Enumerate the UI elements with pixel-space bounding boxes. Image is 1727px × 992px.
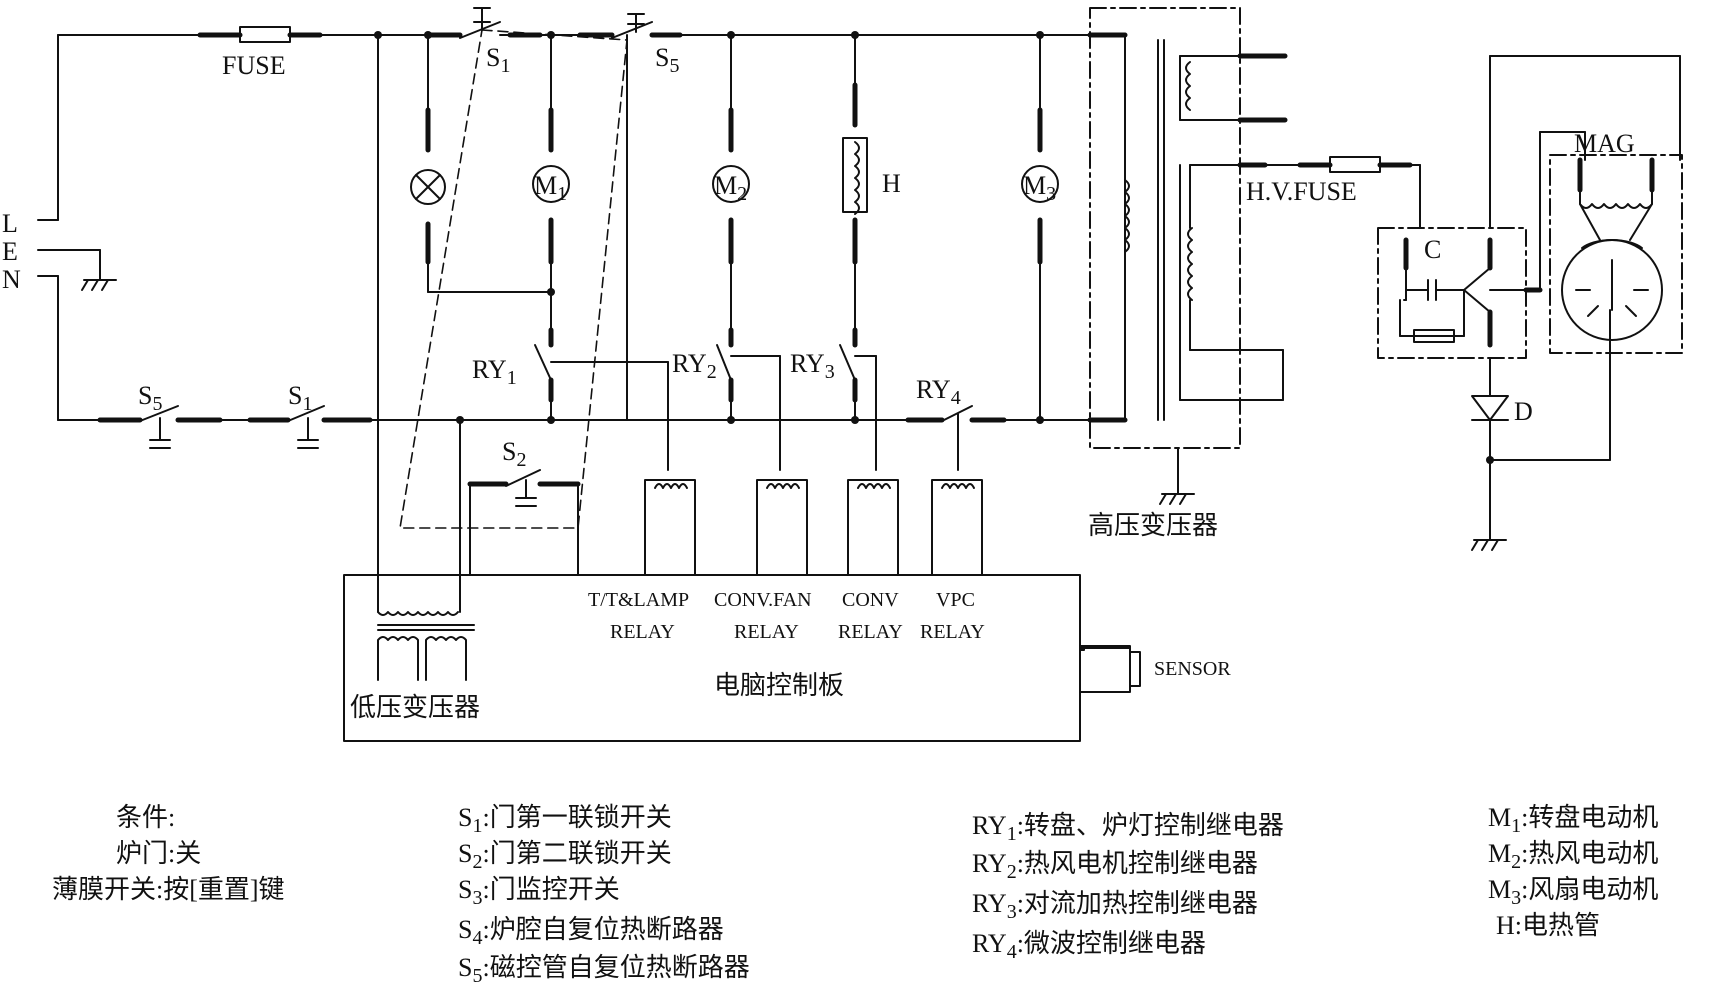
label-n: N — [2, 265, 21, 294]
label-s2: S2 — [502, 437, 526, 471]
label-ry3: RY3 — [790, 349, 835, 383]
label-s5-top: S5 — [655, 43, 679, 77]
legend-ry3: RY3:对流加热控制继电器 — [972, 889, 1258, 923]
label-ry2: RY2 — [672, 349, 717, 383]
label-s1-top: S1 — [486, 43, 510, 77]
legend-condition-title: 条件: — [116, 803, 175, 832]
legend-s3: S3:门监控开关 — [458, 875, 620, 909]
label-d: D — [1514, 397, 1533, 426]
hv-capacitor-box — [1377, 55, 1681, 359]
label-relay-vpc-2: RELAY — [920, 621, 985, 643]
label-sensor: SENSOR — [1154, 658, 1231, 680]
legend-ry4: RY4:微波控制继电器 — [972, 929, 1206, 963]
label-c: C — [1424, 235, 1441, 264]
mains-input — [37, 34, 117, 421]
hv-fuse-symbol — [1264, 156, 1421, 229]
legend-m1: M1:转盘电动机 — [1488, 803, 1658, 837]
label-ry4: RY4 — [916, 375, 961, 409]
motor-m3-branch — [1021, 34, 1059, 421]
label-control-board: 电脑控制板 — [714, 671, 844, 700]
lv-transformer — [377, 34, 475, 681]
label-mag: MAG — [1574, 129, 1635, 158]
legend-m3: M3:风扇电动机 — [1488, 875, 1658, 909]
motor-m1-branch — [532, 34, 669, 471]
label-s1-bottom: S1 — [288, 381, 312, 415]
label-relay-conv-2: RELAY — [838, 621, 903, 643]
legend-s1: S1:门第一联锁开关 — [458, 803, 672, 837]
legend-ry2: RY2:热风电机控制继电器 — [972, 849, 1258, 883]
label-hv-fuse: H.V.FUSE — [1246, 177, 1357, 206]
legend: 条件: 炉门:关 薄膜开关:按[重置]键 S1:门第一联锁开关 S2:门第二联锁… — [52, 803, 1658, 987]
door-linkage-dashed — [399, 29, 628, 529]
label-m3: M3 — [1023, 171, 1056, 205]
legend-s2: S2:门第二联锁开关 — [458, 839, 672, 873]
diagram-labels: FUSE S1 S5 M1 M2 M3 H L E N S5 S1 S2 RY1… — [2, 43, 1635, 722]
legend-h: H:电热管 — [1496, 911, 1600, 940]
heater-branch — [839, 34, 877, 471]
label-relay-vpc: VPC — [936, 589, 975, 611]
label-relay-conv-fan: CONV.FAN — [714, 589, 812, 611]
label-lv-transformer: 低压变压器 — [350, 693, 480, 722]
label-e: E — [2, 237, 18, 266]
label-s5-bottom: S5 — [138, 381, 162, 415]
fuse-symbol — [197, 26, 323, 43]
switch-s2 — [467, 469, 581, 576]
label-ry1: RY1 — [472, 355, 517, 389]
label-relay-conv: CONV — [842, 589, 899, 611]
label-relay-tt-2: RELAY — [610, 621, 675, 643]
hv-diode — [1471, 309, 1611, 551]
magnetron-symbol — [1549, 131, 1683, 354]
label-relay-conv-fan-2: RELAY — [734, 621, 799, 643]
legend-condition-button: 薄膜开关:按[重置]键 — [52, 875, 285, 904]
label-m2: M2 — [714, 171, 747, 205]
legend-condition-door: 炉门:关 — [116, 839, 201, 868]
lamp-branch — [410, 34, 552, 293]
label-fuse: FUSE — [222, 51, 286, 80]
legend-s5: S5:磁控管自复位热断路器 — [458, 953, 750, 987]
legend-ry1: RY1:转盘、炉灯控制继电器 — [972, 811, 1284, 845]
relay-coils — [644, 479, 983, 576]
legend-m2: M2:热风电动机 — [1488, 839, 1658, 873]
legend-s4: S4:炉腔自复位热断路器 — [458, 915, 724, 949]
bottom-rail — [57, 405, 1091, 449]
label-relay-tt: T/T&LAMP — [588, 589, 689, 611]
motor-m2-branch — [712, 34, 781, 471]
junction-dots — [374, 31, 1494, 464]
label-m1: M1 — [534, 171, 567, 205]
label-hv-transformer: 高压变压器 — [1088, 511, 1218, 540]
label-l: L — [2, 209, 18, 238]
switch-s5-top — [577, 13, 683, 39]
label-h: H — [882, 169, 901, 198]
sensor-symbol — [1079, 645, 1141, 693]
hv-transformer — [1087, 7, 1288, 505]
switch-s1-top — [427, 7, 543, 39]
